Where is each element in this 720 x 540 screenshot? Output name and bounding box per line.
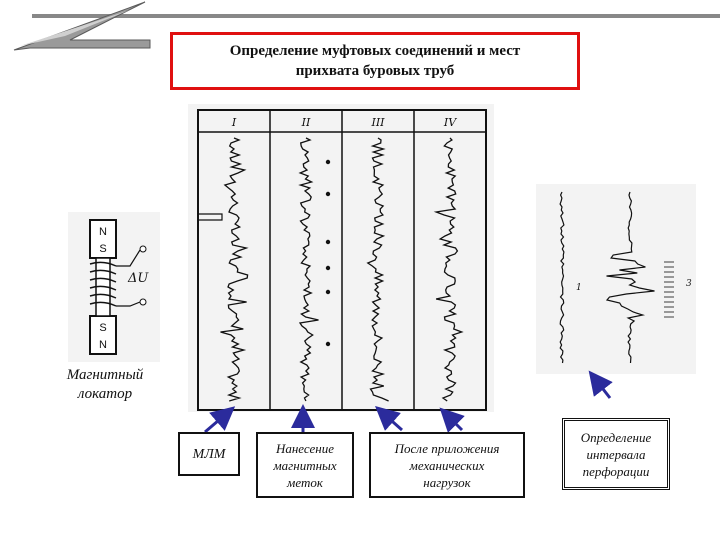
pole-top-n: N <box>99 226 107 238</box>
perf-trace-right <box>605 191 655 364</box>
log-trace-4 <box>433 137 464 402</box>
caption-after-load-line-3: нагрузок <box>423 474 471 490</box>
caption-after-load-line-2: механических <box>409 457 485 473</box>
caption-after-load: После приложения механических нагрузок <box>369 432 525 498</box>
caption-perforation-line-3: перфорации <box>582 463 650 479</box>
caption-after-load-line-1: После приложения <box>394 440 500 456</box>
caption-perforation-line-1: Определение <box>580 429 652 445</box>
pole-bottom-s: S <box>99 322 106 334</box>
magnetic-mark-dot <box>325 265 331 271</box>
logo-arrow-icon <box>13 1 151 51</box>
logs-diagram: I II III IV <box>197 109 487 411</box>
log-trace-2 <box>298 137 319 402</box>
arrow-after-load-2 <box>439 407 465 433</box>
locator-caption-line-1: Магнитный <box>66 367 144 383</box>
arrow-perforation <box>588 370 613 399</box>
arrow-after-load-1 <box>375 406 403 432</box>
log-label-3: III <box>370 116 385 129</box>
pole-top-s: S <box>99 243 106 255</box>
caption-perforation-line-2: интервала <box>586 446 646 462</box>
pole-bottom-n: N <box>99 339 107 351</box>
log-label-1: I <box>231 116 237 129</box>
title-line-1: Определение муфтовых соединений и мест <box>229 43 521 59</box>
title-line-2: прихвата буровых труб <box>295 63 455 79</box>
caption-marks: Нанесение магнитных меток <box>256 432 354 498</box>
caption-marks-line-2: магнитных <box>273 457 337 473</box>
log-trace-3 <box>366 137 389 402</box>
locator-caption-line-2: локатор <box>77 386 133 402</box>
perf-marker-right: 3 <box>686 279 692 289</box>
perforation-diagram: 1 3 <box>559 191 692 364</box>
magnetic-mark-dot <box>325 341 331 347</box>
arrow-mlm <box>204 406 236 434</box>
caption-marks-line-1: Нанесение <box>275 440 334 456</box>
caption-mlm-text: МЛМ <box>192 446 226 462</box>
perf-trace-left <box>559 191 565 364</box>
log-trace-1 <box>220 137 249 402</box>
log-label-4: IV <box>443 116 457 129</box>
locator-diagram: N S S N ΔU <box>89 219 149 355</box>
voltage-label: ΔU <box>127 271 149 286</box>
perf-marker-left: 1 <box>576 283 582 293</box>
header-rule <box>32 14 720 18</box>
page-title: Определение муфтовых соединений и мест п… <box>170 32 580 90</box>
magnetic-mark-dot <box>325 289 331 295</box>
locator-caption: Магнитный локатор <box>50 366 160 404</box>
caption-marks-line-3: меток <box>287 474 323 490</box>
magnetic-mark-dot <box>325 159 331 165</box>
magnetic-mark-dot <box>325 239 331 245</box>
magnetic-mark-dot <box>325 191 331 197</box>
log-label-2: II <box>301 116 311 129</box>
caption-perforation: Определение интервала перфорации <box>562 418 670 490</box>
caption-mlm: МЛМ <box>178 432 240 476</box>
